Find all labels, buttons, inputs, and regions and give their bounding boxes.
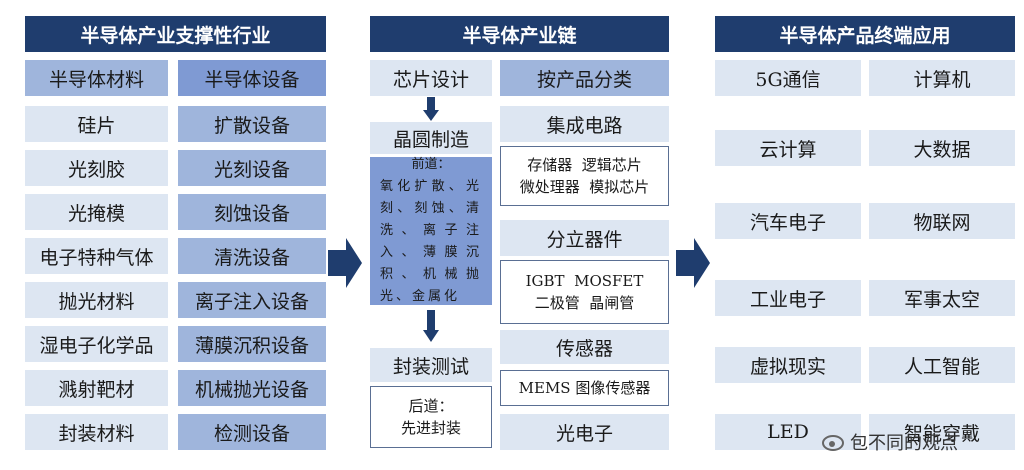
- discrete-detail-line1: IGBT MOSFET: [525, 272, 644, 290]
- arrow-down-icon: [423, 97, 439, 121]
- application-item: 虚拟现实: [715, 347, 861, 383]
- material-item: 封装材料: [25, 414, 168, 450]
- materials-header: 半导体材料: [25, 60, 168, 96]
- application-item: 大数据: [869, 130, 1015, 166]
- application-item: 军事太空: [869, 280, 1015, 316]
- wafer-mfg-box: 晶圆制造: [370, 122, 492, 154]
- material-item: 湿电子化学品: [25, 326, 168, 362]
- equipment-header: 半导体设备: [178, 60, 326, 96]
- equipment-item: 扩散设备: [178, 106, 326, 142]
- material-item: 硅片: [25, 106, 168, 142]
- material-item: 电子特种气体: [25, 238, 168, 274]
- material-item: 抛光材料: [25, 282, 168, 318]
- back-process-label: 后道：: [408, 397, 454, 415]
- front-process-box: 前道： 氧化扩散、光刻、刻蚀、清洗、离子注入、薄膜沉积、机械抛光、金属化: [370, 157, 492, 305]
- arrow-right-icon: [328, 238, 362, 288]
- application-item: 汽车电子: [715, 203, 861, 239]
- weibo-logo-icon: [822, 435, 844, 451]
- left-section-title: 半导体产业支撑性行业: [25, 16, 326, 52]
- discrete-box: 分立器件: [500, 220, 669, 256]
- application-item: 计算机: [869, 60, 1015, 96]
- right-section-title: 半导体产品终端应用: [715, 16, 1015, 52]
- by-product-header: 按产品分类: [500, 60, 669, 96]
- discrete-detail-line2: 二极管 晶闸管: [534, 294, 635, 312]
- ic-detail-box: 存储器 逻辑芯片 微处理器 模拟芯片: [500, 146, 669, 206]
- equipment-item: 刻蚀设备: [178, 194, 326, 230]
- front-process-text: 氧化扩散、光刻、刻蚀、清洗、离子注入、薄膜沉积、机械抛光、金属化: [380, 179, 482, 304]
- packaging-box: 封装测试: [370, 348, 492, 382]
- ic-detail-line2: 微处理器 模拟芯片: [519, 178, 650, 196]
- application-item: 智能穿戴: [869, 414, 1015, 450]
- equipment-item: 机械抛光设备: [178, 370, 326, 406]
- material-item: 溅射靶材: [25, 370, 168, 406]
- sensor-detail-line1: MEMS 图像传感器: [518, 379, 651, 397]
- application-item: 物联网: [869, 203, 1015, 239]
- opto-box: 光电子: [500, 414, 669, 450]
- ic-detail-line1: 存储器 逻辑芯片: [527, 156, 642, 174]
- application-item: LED: [715, 414, 861, 450]
- material-item: 光刻胶: [25, 150, 168, 186]
- middle-section-title: 半导体产业链: [370, 16, 669, 52]
- sensor-detail-box: MEMS 图像传感器: [500, 370, 669, 406]
- watermark: 包不同的观点: [822, 428, 1022, 456]
- front-process-label: 前道：: [411, 157, 451, 172]
- equipment-item: 清洗设备: [178, 238, 326, 274]
- back-process-text: 先进封装: [400, 419, 461, 437]
- ic-box: 集成电路: [500, 106, 669, 142]
- sensor-box: 传感器: [500, 330, 669, 364]
- discrete-detail-box: IGBT MOSFET 二极管 晶闸管: [500, 260, 669, 324]
- equipment-item: 离子注入设备: [178, 282, 326, 318]
- arrow-down-icon: [423, 310, 439, 342]
- equipment-item: 光刻设备: [178, 150, 326, 186]
- application-item: 5G通信: [715, 60, 861, 96]
- chip-design-box: 芯片设计: [370, 60, 492, 96]
- arrow-right-icon: [676, 238, 710, 288]
- application-item: 人工智能: [869, 347, 1015, 383]
- back-process-box: 后道： 先进封装: [370, 386, 492, 448]
- watermark-text: 包不同的观点: [850, 433, 958, 454]
- equipment-item: 检测设备: [178, 414, 326, 450]
- equipment-item: 薄膜沉积设备: [178, 326, 326, 362]
- application-item: 工业电子: [715, 280, 861, 316]
- application-item: 云计算: [715, 130, 861, 166]
- material-item: 光掩模: [25, 194, 168, 230]
